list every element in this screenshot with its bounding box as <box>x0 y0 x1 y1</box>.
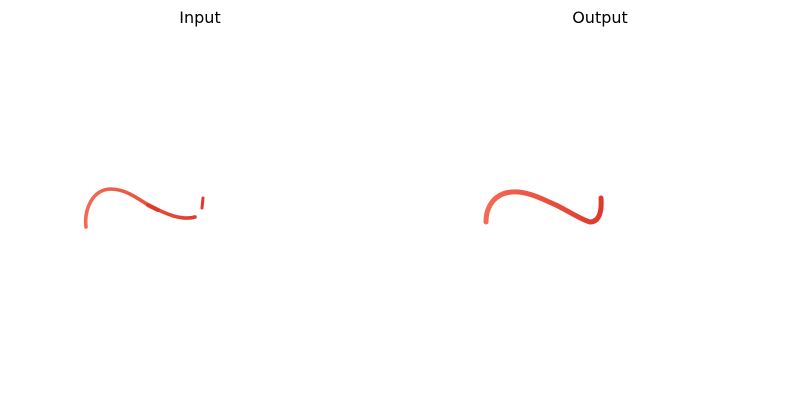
input-stroke-canvas <box>83 187 205 229</box>
output-panel: Output <box>400 0 800 400</box>
input-panel: Input <box>83 8 221 229</box>
output-stroke-canvas <box>483 189 604 225</box>
input-curve-tail <box>200 196 205 210</box>
input-curve-fragment <box>145 202 161 213</box>
output-panel-title: Output <box>572 8 628 27</box>
output-curve-stroke <box>483 189 604 225</box>
input-panel-title: Input <box>179 8 221 27</box>
input-curve-stroke <box>83 187 197 229</box>
